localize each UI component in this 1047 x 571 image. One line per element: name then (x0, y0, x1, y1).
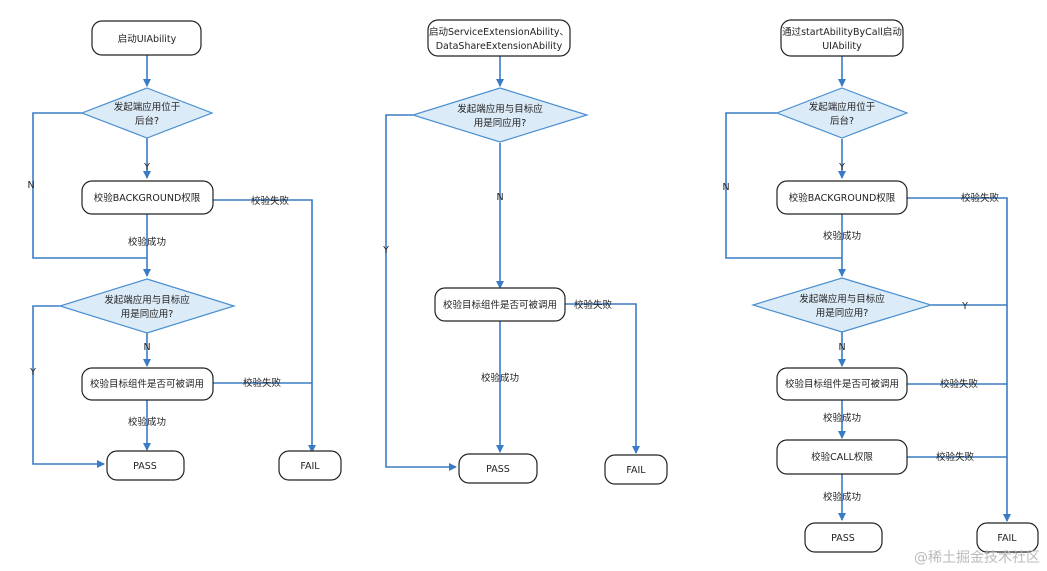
no-label: N (496, 192, 503, 203)
decision-same-app-line2: 用是同应用? (121, 308, 174, 320)
fail-label: 校验失败 (243, 377, 282, 389)
flow-uiability: 启动UIAbility 发起端应用位于 后台? Y N 校验BACKGROUND… (27, 20, 342, 481)
success-label: 校验成功 (823, 230, 861, 242)
check-call-box (776, 439, 908, 475)
fail-box (604, 454, 668, 485)
fail-box-label: FAIL (626, 465, 646, 476)
decision-background-line2: 后台? (830, 115, 854, 127)
check-background-label: 校验BACKGROUND权限 (789, 192, 896, 204)
pass-label: PASS (133, 461, 157, 472)
fail-label: 校验失败 (936, 451, 975, 463)
decision-background (80, 87, 214, 139)
flow-start-ability-by-call: 通过startAbilityByCall启动 UIAbility 发起端应用位于… (722, 19, 1039, 553)
yes-label: Y (143, 162, 150, 173)
start-box (427, 19, 571, 57)
pass-label: PASS (486, 464, 510, 475)
fail-label: 校验失败 (574, 299, 613, 311)
decision-same-app-line1: 发起端应用与目标应 (104, 294, 190, 306)
yes-label: Y (961, 301, 968, 312)
fail-box (976, 522, 1039, 553)
pass-box (804, 522, 883, 553)
check-target-label: 校验目标组件是否可被调用 (443, 299, 557, 311)
check-target-label: 校验目标组件是否可被调用 (90, 378, 204, 390)
decision-same-app-line1: 发起端应用与目标应 (799, 293, 885, 305)
check-target-label: 校验目标组件是否可被调用 (785, 378, 899, 390)
yes-label: Y (838, 162, 845, 173)
start-box (91, 20, 202, 56)
check-call-label: 校验CALL权限 (811, 451, 873, 463)
watermark: @稀土掘金技术社区 (914, 550, 1040, 566)
start-label-line1: 启动ServiceExtensionAbility、 (429, 26, 569, 38)
no-label: N (143, 342, 150, 353)
start-label-line1: 通过startAbilityByCall启动 (782, 26, 902, 38)
start-label-line2: UIAbility (822, 41, 862, 52)
start-label-line2: DataShareExtensionAbility (436, 41, 563, 52)
decision-same-app (750, 277, 934, 333)
yes-label: Y (382, 245, 389, 256)
no-label: N (722, 182, 729, 193)
decision-same-app-line2: 用是同应用? (474, 117, 527, 129)
decision-background-line1: 发起端应用位于 (114, 101, 181, 113)
no-label: N (27, 180, 34, 191)
decision-same-app-line1: 发起端应用与目标应 (457, 103, 543, 115)
decision-same-app-line2: 用是同应用? (816, 307, 869, 319)
success-label: 校验成功 (128, 416, 166, 428)
success-label: 校验成功 (481, 372, 519, 384)
decision-background-line2: 后台? (135, 115, 159, 127)
success-label: 校验成功 (128, 236, 166, 248)
start-box (780, 19, 904, 57)
pass-box (458, 453, 538, 484)
fail-box-label: FAIL (997, 533, 1017, 544)
check-background-box (776, 180, 908, 215)
no-label: N (838, 342, 845, 353)
decision-background (775, 87, 909, 139)
success-label: 校验成功 (823, 412, 861, 424)
flow-extension-ability: 启动ServiceExtensionAbility、 DataShareExte… (382, 19, 668, 485)
fail-box (278, 450, 342, 481)
success-label: 校验成功 (823, 491, 861, 503)
fail-label: 校验失败 (961, 192, 1000, 204)
decision-background-line1: 发起端应用位于 (809, 101, 876, 113)
pass-box (106, 450, 185, 481)
start-label: 启动UIAbility (118, 33, 177, 45)
decision-same-app (410, 87, 590, 143)
yes-label: Y (29, 367, 36, 378)
check-background-box (81, 180, 214, 215)
fail-label: 校验失败 (251, 195, 290, 207)
check-target-box (776, 367, 908, 401)
pass-label: PASS (831, 533, 855, 544)
check-target-box (434, 287, 566, 322)
check-target-box (81, 367, 214, 401)
check-background-label: 校验BACKGROUND权限 (94, 192, 201, 204)
decision-same-app (57, 278, 237, 334)
fail-box-label: FAIL (300, 461, 320, 472)
fail-label: 校验失败 (940, 378, 979, 390)
